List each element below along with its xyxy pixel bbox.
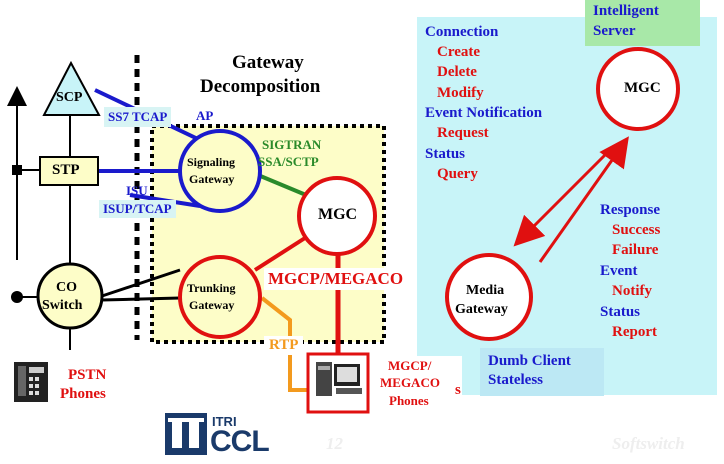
success-label: Success [612,222,661,238]
scp-triangle [42,60,101,116]
dumb-client-line2: Stateless [488,372,543,388]
right-mgc-label: MGC [624,80,661,96]
brand-text: Softswitch [612,434,685,453]
itri-logo-icon [165,413,207,455]
title-line2: Decomposition [200,76,321,97]
query-label: Query [437,166,478,182]
co-switch-circle [36,262,104,330]
report-label: Report [612,324,657,340]
rtp-label: RTP [264,336,304,355]
phones-label-overflow: s [455,382,461,398]
dumb-client-box [480,348,604,396]
intelligent-server-line1: Intelligent [593,3,659,19]
title-line1: Gateway [232,52,304,73]
modify-label: Modify [437,85,484,101]
mgc-circle [297,176,377,256]
signaling-gateway-line1: Signaling [187,155,236,169]
sigtran-line2: SSA/SCTP [258,154,319,169]
ss7-tcap-overflow: AP [196,108,214,123]
media-gateway-line2: Gateway [455,302,508,317]
scp-label: SCP [56,90,83,105]
failure-label: Failure [612,242,659,258]
phones-label-line2: MEGACO [380,375,440,390]
computer-phone-icon [316,362,362,396]
trunking-gateway-line1: Trunking [187,281,236,295]
create-label: Create [437,44,481,60]
phones-label-box [370,356,462,414]
notify-label: Notify [612,283,652,299]
co-switch-line2: Switch [42,298,83,313]
sigtran-line1: SIGTRAN [262,137,322,152]
event-label: Event [600,263,638,279]
mgc-label: MGC [318,206,358,223]
co-trunking-line-2 [101,296,181,302]
connection-label: Connection [425,24,499,40]
response-label: Response [600,202,661,218]
pstn-phone-icon [14,362,48,402]
rtp-link [260,296,312,392]
status2-label: Status [600,304,641,320]
intelligent-server-box [585,0,700,46]
isup-overflow: ISU [126,183,148,198]
left-terminal-square [12,165,22,175]
dumb-client-line1: Dumb Client [488,353,571,369]
trunking-gateway-line2: Gateway [189,298,235,312]
co-switch-line1: CO [56,280,77,295]
page-number: 12 [326,434,343,453]
event-notification-label: Event Notification [425,105,543,121]
request-label: Request [437,125,489,141]
mgc-trunking-link [253,236,307,272]
media-gateway-line1: Media [466,283,505,298]
ss7-tcap-label: SS7 TCAP [104,107,172,127]
logo-bottom-text: CCL [210,425,270,458]
request-arrow [513,150,610,247]
media-gateway-circle [445,253,533,341]
co-trunking-line-1 [101,268,181,298]
delete-label: Delete [437,64,477,80]
signaling-gateway-line2: Gateway [189,172,235,186]
phones-label-line3: Phones [389,393,429,408]
status-label: Status [425,146,466,162]
trunking-gateway-circle [178,255,262,339]
logo-top-text: ITRI [212,414,237,429]
phones-label-line1: MGCP/ [388,358,432,373]
response-arrow [538,136,629,263]
stp-box [39,156,99,186]
pstn-line1: PSTN [68,367,107,383]
signaling-gateway-circle [178,129,262,213]
right-mgc-circle [596,47,680,131]
stp-label: STP [52,162,80,178]
intelligent-server-line2: Server [593,23,636,39]
mgcp-megaco-label: MGCP/MEGACO [264,268,408,290]
isup-tcap-label: ISUP/TCAP [99,200,176,218]
pstn-line2: Phones [60,386,106,402]
